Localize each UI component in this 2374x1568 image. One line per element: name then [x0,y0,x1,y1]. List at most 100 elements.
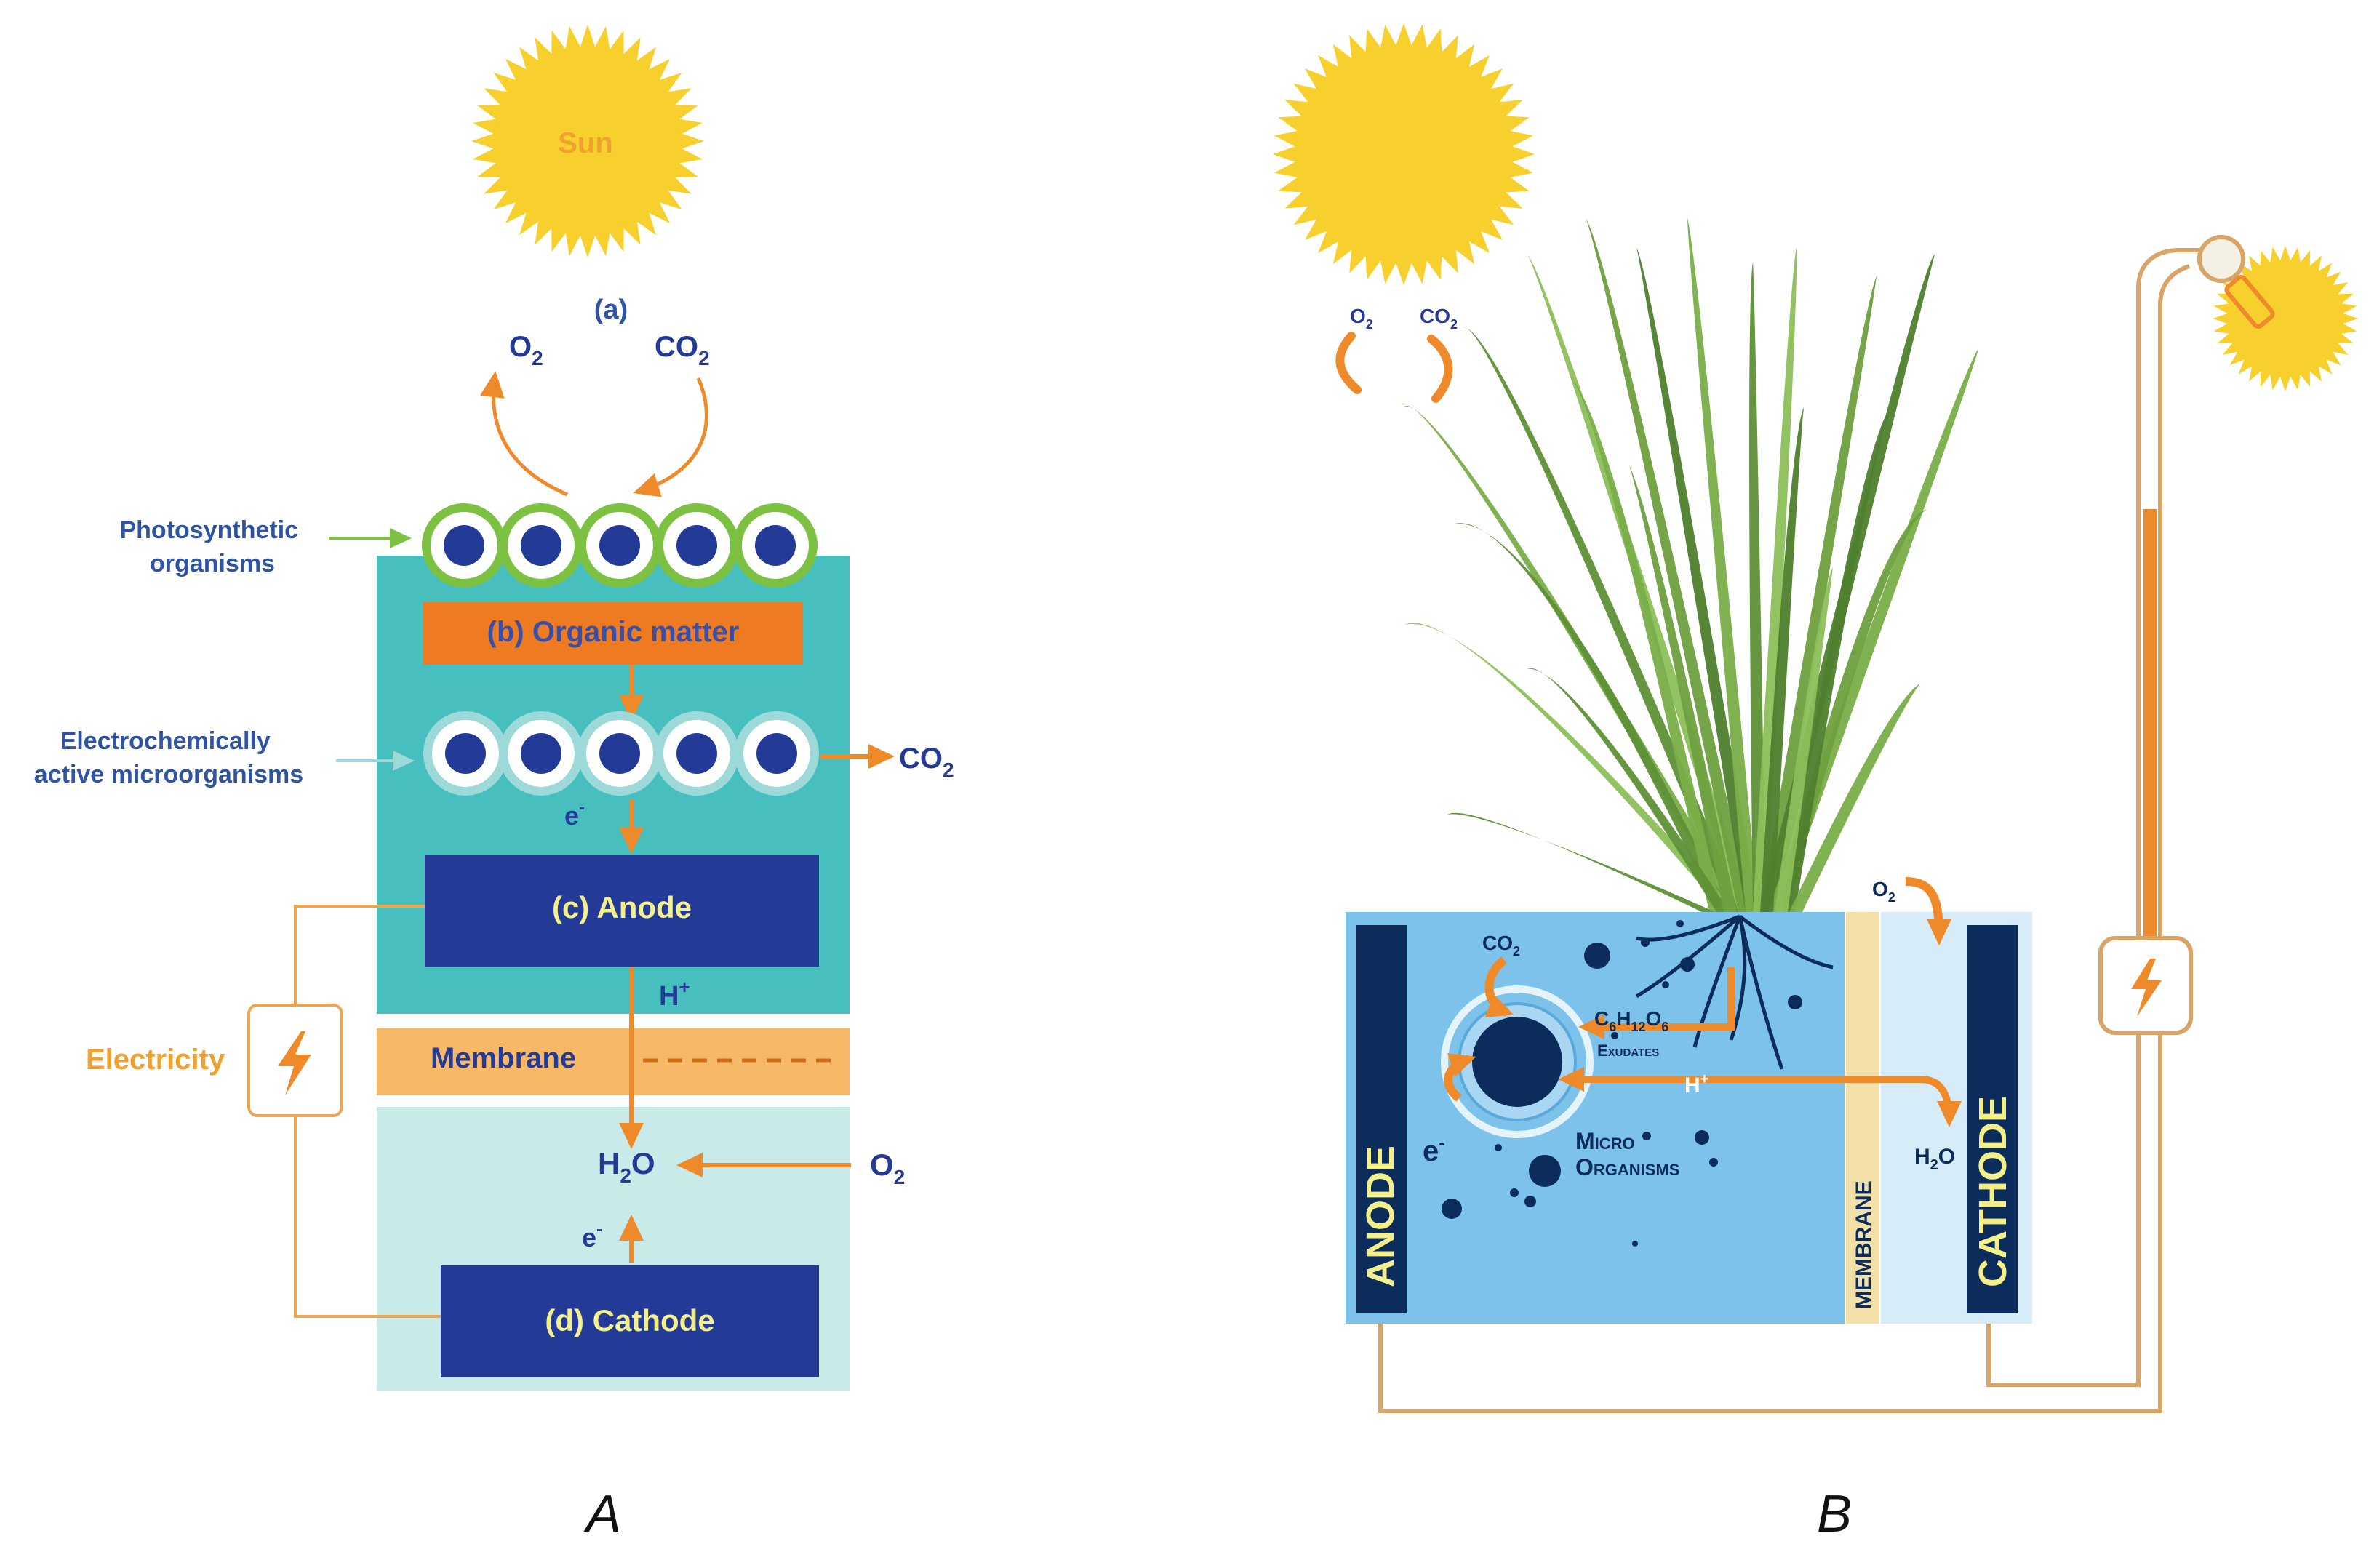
grass-blade [1789,684,1920,912]
grass-blade [1636,247,1759,912]
lightning-icon-b [2131,959,2162,1017]
soil-particle [1510,1188,1519,1197]
h2o-label-b: H2O [1914,1145,1955,1173]
grass-blade [1527,668,1730,912]
exudate-formula: C6H12O6 [1594,1007,1668,1034]
o2-cathode-arrow [1905,877,1951,945]
plant-grass [1404,218,1978,912]
grass-blade [1760,407,1804,912]
o2-right-label: O2 [870,1148,905,1188]
proton-path-b [1578,1076,1962,1127]
co2-top-label: CO2 [655,331,710,369]
anode-label: (c) Anode [552,890,692,924]
electron-arrow-b [1444,1053,1476,1102]
panel-b: O2 CO2 ANODE CATHODE MEMBRANE CO2 e- [1273,23,2358,1543]
soil-particle [1642,1132,1651,1140]
soil-particle [1495,1144,1502,1151]
organic-matter-label: (b) Organic matter [487,616,740,648]
cathode-label: (d) Cathode [545,1303,714,1337]
root [1729,916,1747,1041]
atm-co2-arrow [1427,335,1453,403]
electroactive-nucleus [756,733,797,774]
grass-blade [1782,407,1891,912]
electroactive-nucleus [445,733,486,774]
atm-co2-label: CO2 [1420,305,1458,332]
soil-particle [1632,1241,1638,1247]
soil-particle [1680,957,1695,972]
bulb-glass [2197,235,2245,283]
grass-blade [1629,465,1737,912]
sun-rays [1273,23,1535,285]
electroactive-nucleus [521,733,561,774]
soil-particle [1611,1032,1618,1039]
bulb-wire-b2 [2158,264,2191,938]
caption-b: B [1817,1485,1852,1543]
anode-label-b: ANODE [1359,1145,1402,1287]
photosynthetic-nucleus [755,525,796,566]
anode-electrode-b [1356,925,1407,1313]
grass-blade [1447,812,1715,912]
cathode-label-b: CATHODE [1971,1096,2015,1287]
soil-particle [1641,938,1650,947]
h-plus-label-b: H+ [1684,1071,1708,1097]
photosynthetic-organisms [422,503,818,588]
microbe-cell [1472,1017,1562,1107]
soil-particles [1442,920,1802,1247]
external-wire-b [1378,1033,2162,1413]
root [1738,915,1834,969]
o2-inner-label: O2 [1872,878,1895,905]
electroactive-nucleus [599,733,640,774]
panel-a: Sun (a) O2 CO2 Photosynthetic organisms … [34,25,954,1543]
photosynthetic-nucleus [444,525,484,566]
co2-right-label: CO2 [899,743,954,781]
photosynthetic-label: Photosynthetic organisms [119,516,305,577]
photosynthetic-nucleus [676,525,717,566]
lightning-icon [278,1031,311,1095]
grass-blade [1775,509,1927,912]
grass-blade [1462,326,1744,912]
soil-particle [1695,1130,1709,1145]
soil-particle [1442,1199,1462,1219]
exudate-arrow [1578,967,1735,1039]
soil-particle [1676,920,1684,927]
atm-o2-label: O2 [1350,305,1373,332]
electroactive-microorganisms [423,711,819,796]
membrane-label: Membrane [431,1042,576,1074]
co2-inner-arrow [1484,956,1514,1017]
cathode-electrode [441,1265,819,1377]
plant-roots [1635,914,1834,1070]
label-a: (a) [594,295,628,325]
grass-blade [1571,378,1722,912]
root [1692,916,1742,1048]
soil-particle [1709,1158,1718,1167]
sun-icon [471,25,704,257]
exudates-label: Exudates [1597,1041,1659,1060]
electricity-label: Electricity [86,1044,225,1076]
o2-release-arrow [479,371,568,497]
sun-rays [471,25,704,257]
grass-blade [1775,567,1833,912]
o2-top-label: O2 [509,331,543,369]
soil-particle [1662,981,1669,988]
microbe-halo [1441,985,1594,1138]
h2o-label: H2O [598,1146,655,1187]
sun-label: Sun [558,127,613,159]
e-minus-lower: e- [582,1220,602,1252]
soil-particle [1788,995,1802,1009]
organic-matter-box [423,602,803,665]
electrochem-label: Electrochemically active microorganisms [34,727,303,788]
anode-electrode [425,855,819,967]
grass-blade [1586,218,1751,912]
caption-a: A [583,1485,621,1543]
bulb-wire-b [2136,248,2204,938]
cathode-electrode-b [1967,925,2018,1313]
h-plus-label: H+ [659,976,690,1012]
grass-blade [1760,276,1877,912]
photosynthetic-nucleus [599,525,640,566]
grass-blade [1749,262,1766,912]
e-minus-label-b: e- [1423,1132,1445,1167]
soil-particle [1584,943,1610,969]
soil-particle [1529,1155,1561,1187]
grass-blade [1687,218,1759,912]
